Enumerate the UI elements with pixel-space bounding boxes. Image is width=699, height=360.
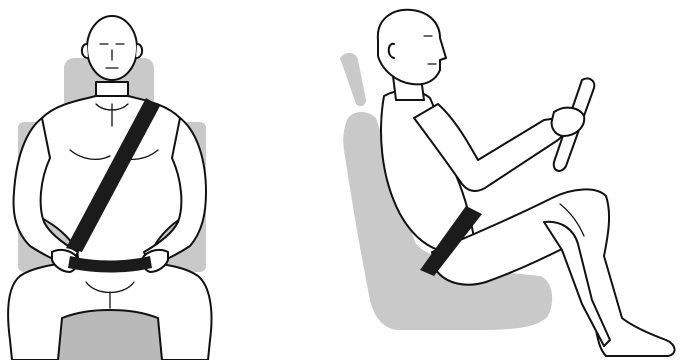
side-ear — [389, 44, 394, 58]
front-head — [87, 16, 137, 80]
front-right-ear — [136, 44, 142, 58]
front-view-figure — [8, 16, 211, 360]
side-view-figure — [340, 10, 675, 356]
side-seat-headrest — [340, 53, 366, 106]
front-left-ear — [82, 44, 88, 58]
side-head — [378, 10, 446, 85]
